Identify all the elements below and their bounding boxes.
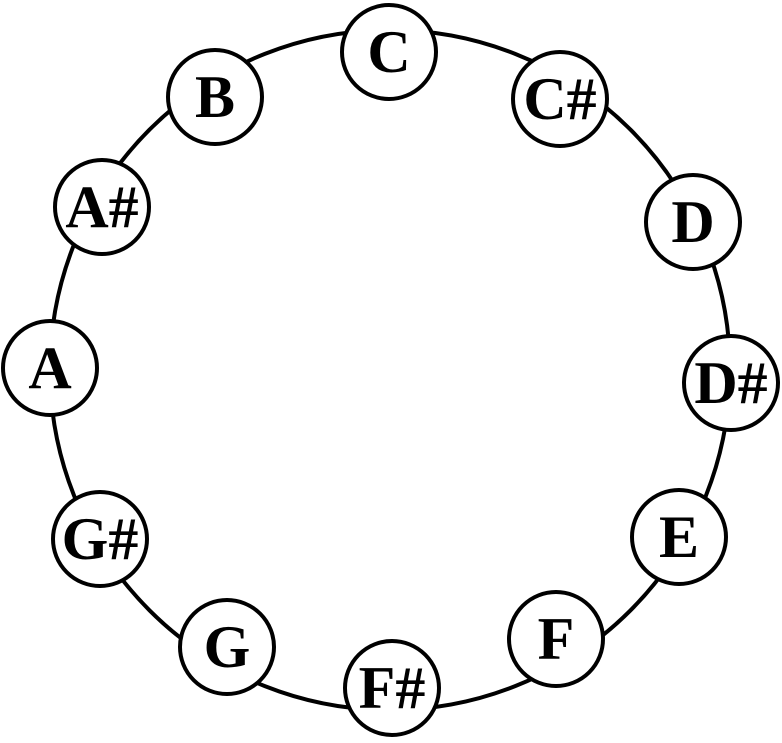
note-node-f-sharp: F# <box>343 639 441 737</box>
note-label-d-sharp: D# <box>694 350 767 416</box>
note-node-b: B <box>166 48 264 146</box>
note-label-e: E <box>659 504 699 570</box>
note-node-f: F <box>507 590 605 688</box>
note-node-g-sharp: G# <box>51 490 149 588</box>
note-label-a-sharp: A# <box>65 174 138 240</box>
note-node-a-sharp: A# <box>53 158 151 256</box>
note-label-g-sharp: G# <box>62 506 139 572</box>
note-node-a: A <box>1 319 99 417</box>
note-node-d-sharp: D# <box>682 334 780 432</box>
note-label-a: A <box>28 335 71 401</box>
note-label-f-sharp: F# <box>359 655 426 721</box>
note-node-e: E <box>630 488 728 586</box>
note-label-g: G <box>204 614 251 680</box>
note-label-c-sharp: C# <box>523 66 596 132</box>
note-node-c-sharp: C# <box>511 50 609 148</box>
note-label-c: C <box>367 19 410 85</box>
note-label-f: F <box>538 606 575 672</box>
note-node-g: G <box>178 598 276 696</box>
note-label-d: D <box>671 189 714 255</box>
note-label-b: B <box>195 64 235 130</box>
note-node-c: C <box>340 3 438 101</box>
note-node-d: D <box>644 173 742 271</box>
ring <box>48 28 732 712</box>
